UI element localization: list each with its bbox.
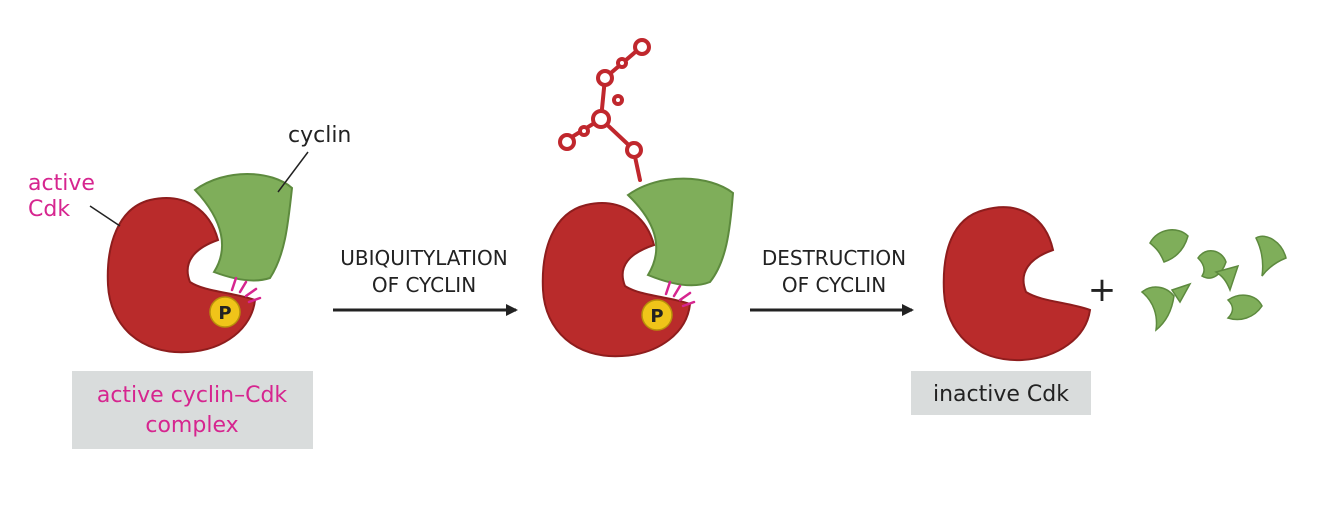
cyclin-label: cyclin bbox=[288, 123, 351, 148]
phosphate-rays-2 bbox=[664, 280, 696, 308]
ubiquitylated-complex: P bbox=[541, 38, 735, 358]
cyclin-shape bbox=[193, 173, 294, 282]
cdk-leader-line bbox=[89, 205, 121, 227]
ubiquitylation-step: UBIQUITYLATION OF CYCLIN bbox=[333, 246, 518, 316]
plus-sign: + bbox=[1088, 270, 1117, 310]
active-cdk-label-line2: Cdk bbox=[28, 197, 70, 222]
phosphate-label: P bbox=[218, 303, 231, 324]
inactive-cdk-group: + inactive Cdk bbox=[911, 206, 1287, 415]
active-complex: P cyclin active Cdk active cyclin–Cdk co… bbox=[28, 123, 351, 449]
phosphate-rays bbox=[230, 276, 262, 304]
complex-label-box bbox=[72, 371, 313, 449]
ubiquitin-beads bbox=[558, 38, 651, 159]
complex-label-line2: complex bbox=[145, 413, 238, 438]
cyclin-shape-2 bbox=[626, 177, 735, 287]
step1-label-line1: UBIQUITYLATION bbox=[340, 246, 508, 270]
inactive-label-box bbox=[911, 371, 1091, 415]
cyclin-fragments bbox=[1140, 229, 1287, 332]
cdk-shape-3 bbox=[942, 206, 1092, 362]
complex-label-line1: active cyclin–Cdk bbox=[97, 383, 288, 408]
step1-label-line2: OF CYCLIN bbox=[372, 273, 476, 297]
phosphate-circle-2 bbox=[641, 299, 673, 331]
phosphate-circle bbox=[209, 296, 241, 328]
inactive-label: inactive Cdk bbox=[933, 382, 1069, 407]
cyclin-leader-line bbox=[277, 151, 309, 193]
phosphate-label-2: P bbox=[650, 306, 663, 327]
destruction-step: DESTRUCTION OF CYCLIN bbox=[750, 246, 914, 316]
step2-label-line2: OF CYCLIN bbox=[782, 273, 886, 297]
step2-label-line1: DESTRUCTION bbox=[762, 246, 906, 270]
active-cdk-label-line1: active bbox=[28, 171, 95, 196]
